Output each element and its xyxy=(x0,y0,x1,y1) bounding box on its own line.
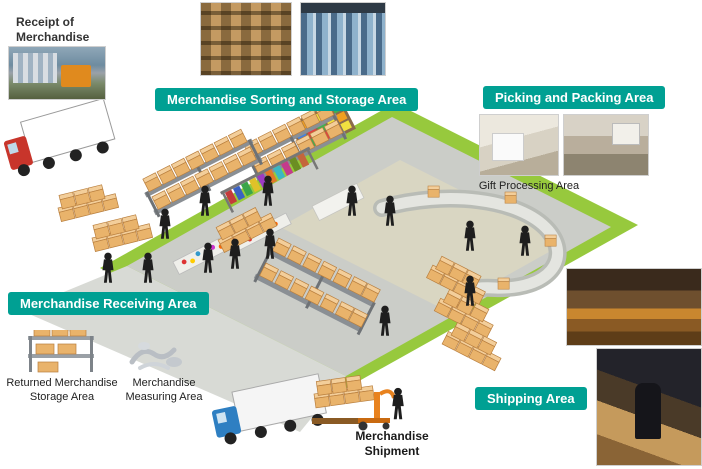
caption-returned-line2: Storage Area xyxy=(29,390,95,403)
caption-shipment-line1: Merchandise xyxy=(355,429,429,443)
caption-shipment-line2: Shipment xyxy=(364,444,420,458)
caption-receipt-line1: Receipt of xyxy=(16,15,75,29)
caption-receipt-of-merchandise: Receipt of Merchandise xyxy=(16,15,126,45)
caption-measuring-line1: Merchandise xyxy=(132,377,196,389)
caption-returned-line1: Returned Merchandise xyxy=(6,377,118,389)
caption-receipt-line2: Merchandise xyxy=(16,30,90,44)
garment-rack xyxy=(220,146,319,213)
gift-processing-photo xyxy=(479,114,559,176)
badge-merchandise-receiving-area: Merchandise Receiving Area xyxy=(8,292,209,315)
packing-station-photo xyxy=(563,114,649,176)
storage-racks-photo xyxy=(200,2,292,76)
central-rack xyxy=(253,237,381,336)
badge-picking-packing-area: Picking and Packing Area xyxy=(483,86,666,109)
loader-figure-shape xyxy=(635,383,661,439)
pallet-jack xyxy=(358,389,396,431)
gift-box-shape xyxy=(492,133,524,161)
caption-returned-merchandise-storage: Returned Merchandise Storage Area xyxy=(0,377,124,405)
warehouse-conveyor-photo xyxy=(566,268,702,346)
badge-shipping-area: Shipping Area xyxy=(475,387,587,410)
pallet-jack-operator xyxy=(392,387,404,420)
returned-merchandise-shelf-icon xyxy=(24,327,98,379)
inbound-truck xyxy=(3,97,116,177)
hanging-garments-photo xyxy=(300,2,386,76)
badge-sorting-storage-area: Merchandise Sorting and Storage Area xyxy=(155,88,419,111)
shipping-container-shape xyxy=(13,53,57,83)
measuring-parts-icon xyxy=(126,334,190,379)
caption-merchandise-measuring-area: Merchandise Measuring Area xyxy=(116,377,212,405)
caption-merchandise-shipment: Merchandise Shipment xyxy=(333,429,451,459)
packing-box-shape xyxy=(612,123,640,145)
receipt-dock-photo xyxy=(8,46,106,100)
truck-loading-photo xyxy=(596,348,702,466)
caption-measuring-line2: Measuring Area xyxy=(125,390,203,403)
forklift-shape xyxy=(61,65,91,87)
shipment-pallet xyxy=(312,374,374,424)
storage-shelf-front xyxy=(142,128,264,218)
caption-gift-processing-area: Gift Processing Area xyxy=(478,180,580,192)
